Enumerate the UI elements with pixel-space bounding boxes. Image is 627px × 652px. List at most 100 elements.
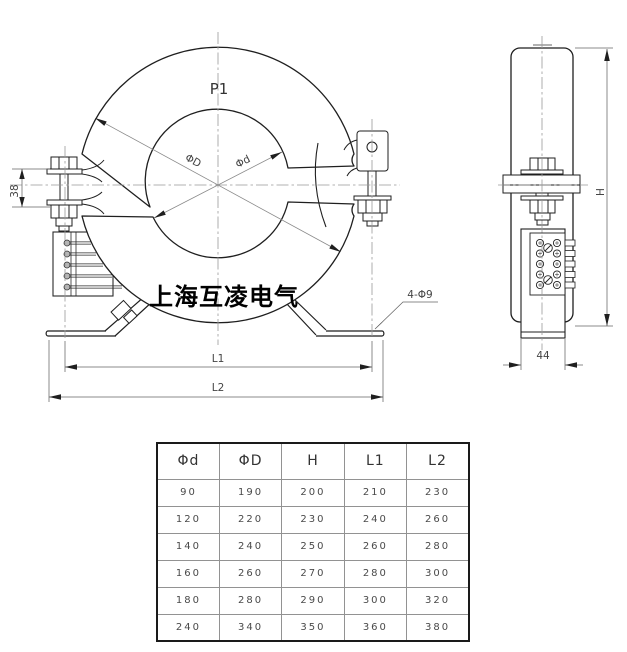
cell: 260 — [343, 532, 408, 561]
side-locknut — [534, 212, 551, 221]
col-header-l1: L1 — [343, 442, 408, 480]
cell: 340 — [218, 613, 283, 642]
cell: 200 — [281, 478, 345, 507]
dim-l1-text: L1 — [212, 353, 225, 365]
cell: 190 — [218, 478, 283, 507]
table-header-row: Φd ΦD H L1 L2 — [156, 442, 470, 480]
arrow — [565, 362, 577, 368]
cell: 240 — [218, 532, 283, 561]
joint-strap — [314, 142, 327, 228]
dim-38: 38 — [9, 168, 50, 208]
lead-wires — [70, 241, 122, 289]
cell: 270 — [281, 559, 345, 588]
cell: 320 — [406, 586, 470, 615]
side-bolt-tip — [536, 219, 549, 226]
cell: 90 — [156, 478, 220, 507]
cell: 350 — [281, 613, 345, 642]
clamp-locknut — [55, 217, 73, 227]
table-row: 90 190 200 210 230 — [156, 478, 470, 507]
arrow — [154, 210, 166, 218]
right-foot-flange — [316, 330, 385, 337]
table-row: 240 340 350 360 380 — [156, 613, 470, 642]
dim-l2-text: L2 — [212, 382, 225, 394]
cell: 300 — [343, 586, 408, 615]
cell: 240 — [156, 613, 220, 642]
cell: 250 — [281, 532, 345, 561]
table-row: 140 240 250 260 280 — [156, 532, 470, 561]
terminal-pins — [63, 239, 71, 291]
arrow — [604, 314, 610, 326]
right-locknut — [362, 212, 383, 222]
arrow — [49, 394, 61, 400]
p1-terminal-label: P1 — [210, 80, 229, 98]
arrow — [371, 394, 383, 400]
side-centerlines — [498, 36, 588, 350]
cell: 210 — [343, 478, 408, 507]
clamp-bolt-shaft — [59, 174, 69, 200]
side-clamp-band — [502, 174, 581, 194]
mount-holes-label: 4-Φ9 — [407, 289, 432, 301]
cell: 140 — [156, 532, 220, 561]
cell: 380 — [406, 613, 470, 642]
right-bolt-tip — [366, 220, 379, 227]
col-header-h: H — [281, 442, 345, 480]
table-row: 160 260 270 280 300 — [156, 559, 470, 588]
right-bolt-shaft — [367, 171, 377, 196]
core-top-half — [81, 46, 355, 208]
clamp-washer-top — [46, 168, 83, 175]
arrow — [360, 364, 372, 370]
cell: 230 — [281, 505, 345, 534]
right-nut — [357, 199, 388, 214]
inner-dia-label: Φd — [234, 153, 253, 170]
terminal-studs — [535, 238, 562, 290]
inner-dia-line — [153, 151, 283, 219]
cell: 160 — [156, 559, 220, 588]
clamp-washer-bottom — [46, 199, 83, 206]
side-view: H 44 — [498, 36, 613, 370]
cell: 300 — [406, 559, 470, 588]
dim-h-text: H — [595, 188, 607, 196]
arrow — [65, 364, 77, 370]
clamp-bolt-head — [50, 156, 78, 170]
cell: 280 — [218, 586, 283, 615]
clamp-nut — [50, 204, 78, 219]
cell: 220 — [218, 505, 283, 534]
cell: 280 — [406, 532, 470, 561]
dim-44-text: 44 — [536, 350, 550, 362]
arrow — [329, 244, 341, 252]
cell: 240 — [343, 505, 408, 534]
front-view: ΦD Φd 38 L1 L2 4-Φ9 — [9, 32, 438, 402]
strut-bolt — [110, 299, 138, 325]
table-row: 120 220 230 240 260 — [156, 505, 470, 534]
col-header-phi-d: Φd — [156, 442, 220, 480]
clamp-bolt-tip — [58, 225, 70, 232]
arrow — [95, 118, 107, 126]
dim-38-text: 38 — [9, 184, 21, 197]
left-foot-flange — [45, 330, 116, 337]
right-washer — [353, 195, 392, 201]
front-centerlines — [10, 32, 400, 345]
col-header-phi-D: ΦD — [218, 442, 283, 480]
arrow — [270, 152, 282, 160]
dim-44: 44 — [503, 339, 583, 370]
side-bolt-head — [529, 157, 556, 171]
arrow — [19, 197, 25, 207]
leader-4phi9: 4-Φ9 — [374, 289, 438, 330]
left-clamp — [46, 156, 105, 232]
dim-h: H — [575, 47, 613, 327]
dim-l2: L2 — [48, 340, 384, 402]
cell: 290 — [281, 586, 345, 615]
arrow — [509, 362, 521, 368]
col-header-l2: L2 — [406, 442, 470, 480]
mounting-feet — [45, 295, 385, 337]
table-row: 180 280 290 300 320 — [156, 586, 470, 615]
cell: 230 — [406, 478, 470, 507]
cell: 260 — [218, 559, 283, 588]
brand-text: 上海互凌电气 — [149, 283, 299, 311]
cell: 180 — [156, 586, 220, 615]
terminal-tabs — [564, 239, 576, 289]
arrow — [604, 49, 610, 61]
dimension-table: Φd ΦD H L1 L2 90 190 200 210 230 120 220… — [156, 442, 470, 642]
